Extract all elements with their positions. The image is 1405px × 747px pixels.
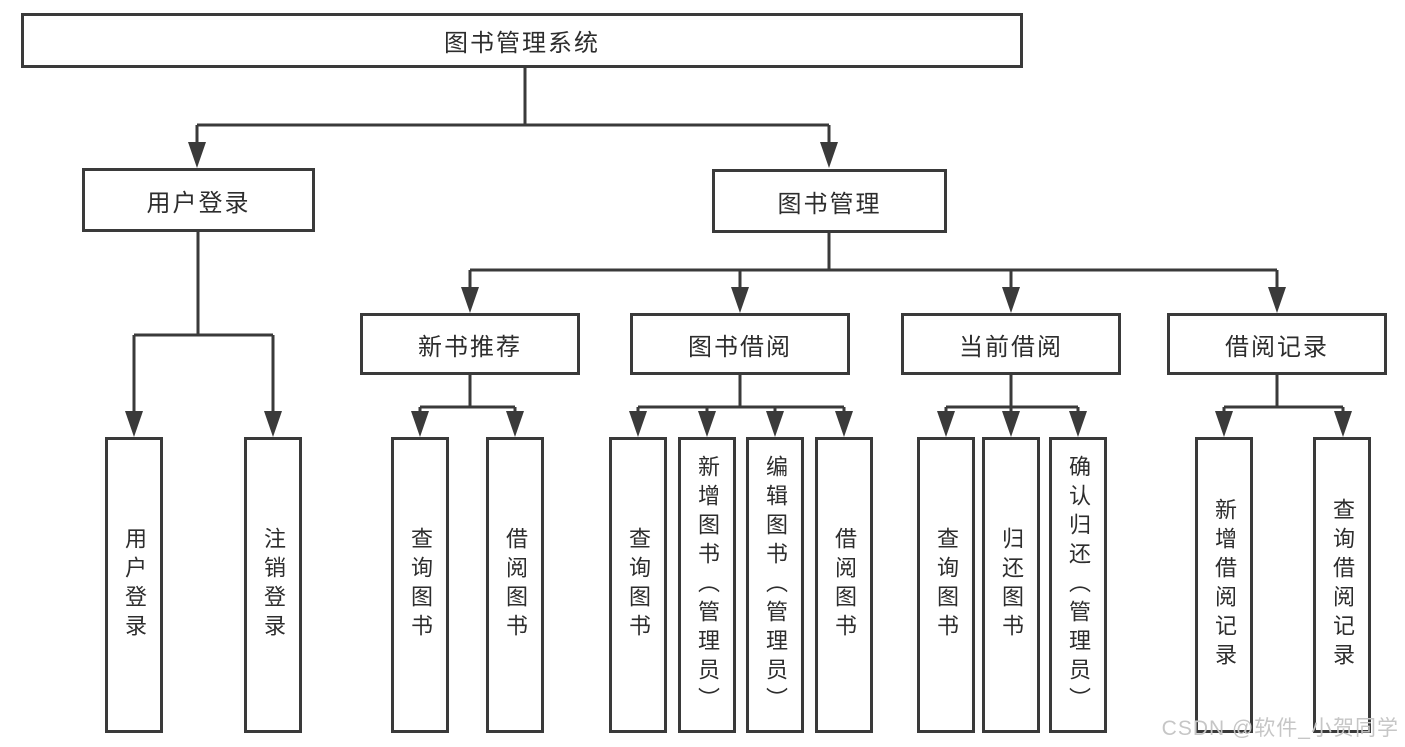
leaf-logout: 注销登录 bbox=[244, 437, 302, 733]
leaf-add-borrow-record-label: 新增借阅记录 bbox=[1212, 498, 1237, 672]
connector-user-login bbox=[132, 232, 275, 412]
leaf-query-books-current-label: 查询图书 bbox=[934, 527, 959, 643]
leaf-confirm-return-admin: 确认归还（管理员） bbox=[1049, 437, 1107, 733]
leaf-query-books-borrow: 查询图书 bbox=[609, 437, 667, 733]
arrowheads bbox=[125, 142, 1352, 437]
node-borrowing-records: 借阅记录 bbox=[1167, 313, 1387, 375]
leaf-query-books-recommend: 查询图书 bbox=[391, 437, 449, 733]
leaf-return-books-label: 归还图书 bbox=[999, 527, 1024, 643]
node-book-borrowing: 图书借阅 bbox=[630, 313, 850, 375]
connector-bookborrow bbox=[636, 375, 846, 412]
leaf-add-books-admin-label: 新增图书（管理员） bbox=[695, 454, 720, 716]
leaf-logout-label: 注销登录 bbox=[261, 527, 286, 643]
node-new-book-recommendation: 新书推荐 bbox=[360, 313, 580, 375]
connector-book-mgmt bbox=[468, 233, 1279, 288]
leaf-query-books-recommend-label: 查询图书 bbox=[408, 527, 433, 643]
leaf-query-borrow-record-label: 查询借阅记录 bbox=[1330, 498, 1355, 672]
leaf-query-books-current: 查询图书 bbox=[917, 437, 975, 733]
connector-currentborrow bbox=[944, 375, 1080, 412]
leaf-query-books-borrow-label: 查询图书 bbox=[626, 527, 651, 643]
connector-newbook bbox=[418, 375, 517, 412]
leaf-borrow-books-label: 借阅图书 bbox=[832, 527, 857, 643]
leaf-user-login: 用户登录 bbox=[105, 437, 163, 733]
leaf-edit-books-admin-label: 编辑图书（管理员） bbox=[763, 454, 788, 716]
connector-records bbox=[1222, 375, 1345, 412]
leaf-borrow-books-recommend: 借阅图书 bbox=[486, 437, 544, 733]
node-book-management: 图书管理 bbox=[712, 169, 947, 233]
node-root: 图书管理系统 bbox=[21, 13, 1023, 68]
leaf-borrow-books-recommend-label: 借阅图书 bbox=[503, 527, 528, 643]
leaf-add-books-admin: 新增图书（管理员） bbox=[678, 437, 736, 733]
leaf-borrow-books: 借阅图书 bbox=[815, 437, 873, 733]
connector-root bbox=[195, 68, 831, 143]
leaf-return-books: 归还图书 bbox=[982, 437, 1040, 733]
leaf-user-login-label: 用户登录 bbox=[122, 527, 147, 643]
leaf-confirm-return-admin-label: 确认归还（管理员） bbox=[1066, 454, 1091, 716]
leaf-add-borrow-record: 新增借阅记录 bbox=[1195, 437, 1253, 733]
node-user-login: 用户登录 bbox=[82, 168, 315, 232]
node-current-borrowing: 当前借阅 bbox=[901, 313, 1121, 375]
leaf-query-borrow-record: 查询借阅记录 bbox=[1313, 437, 1371, 733]
leaf-edit-books-admin: 编辑图书（管理员） bbox=[746, 437, 804, 733]
watermark: CSDN @软件_小贺同学 bbox=[1161, 717, 1399, 740]
